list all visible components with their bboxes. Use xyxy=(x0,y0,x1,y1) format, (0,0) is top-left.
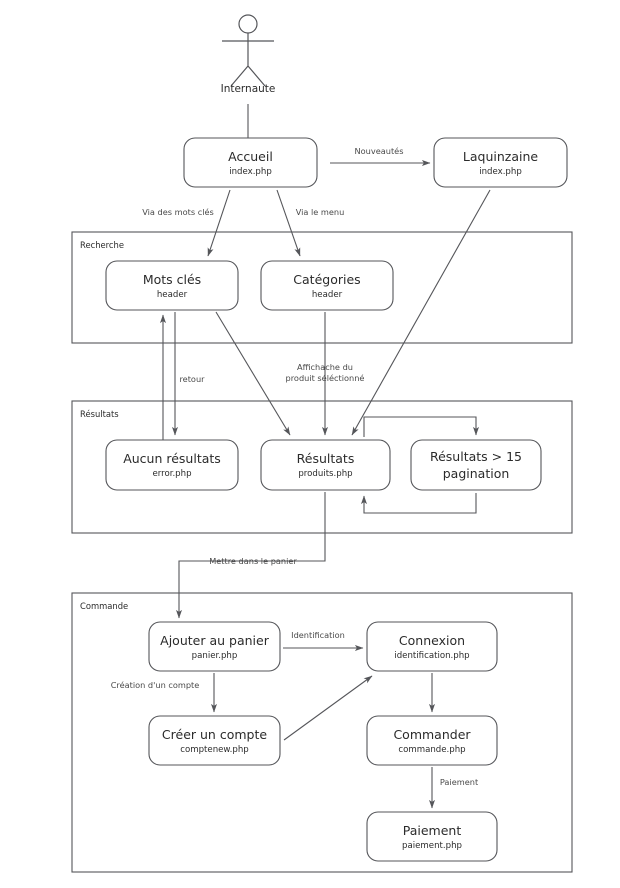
node-title-connexion: Connexion xyxy=(399,633,465,648)
node-resultats-pagination[interactable]: Résultats > 15 pagination xyxy=(410,439,542,491)
node-laquinzaine[interactable]: Laquinzaine index.php xyxy=(433,137,568,188)
group-box-recherche xyxy=(71,231,573,344)
actor-label: Internaute xyxy=(221,83,276,95)
node-subtitle-aucun-resultats: error.php xyxy=(152,469,191,479)
node-title-creer-un-compte: Créer un compte xyxy=(162,727,267,742)
node-title-laquinzaine: Laquinzaine xyxy=(463,149,538,164)
edge-label-categories-to-resultats: Affichache du xyxy=(297,362,353,372)
edge-accueil-to-categories xyxy=(276,189,301,257)
node-shape-connexion[interactable] xyxy=(366,621,498,672)
node-accueil[interactable]: Accueil index.php xyxy=(183,137,318,188)
nodes: Accueil index.php Laquinzaine index.phpMots… xyxy=(105,137,568,862)
node-subtitle-categories: header xyxy=(312,290,343,300)
edge-label-commander-to-paiement: Paiement xyxy=(440,777,479,787)
node-title-aucun-resultats: Aucun résultats xyxy=(123,451,221,466)
node-mots-cles[interactable]: Mots clés header xyxy=(105,260,239,311)
node-subtitle-connexion: identification.php xyxy=(394,651,469,661)
actor-head-icon xyxy=(238,14,258,34)
edge-mots-cles-to-resultats xyxy=(215,311,291,436)
node-shape-ajouter-au-panier[interactable] xyxy=(148,621,281,672)
edge-label-accueil-to-laquinzaine: Nouveautés xyxy=(355,146,404,156)
node-title-mots-cles: Mots clés xyxy=(143,272,201,287)
node-categories[interactable]: Catégories header xyxy=(260,260,394,311)
edge-label-panier-to-connexion: Identification xyxy=(291,630,345,640)
group-label-resultats: Résultats xyxy=(80,409,119,419)
edge-compte-to-connexion xyxy=(283,675,373,741)
edge-pagination-to-resultats xyxy=(360,493,477,514)
node-title-ajouter-au-panier: Ajouter au panier xyxy=(160,633,270,648)
edge-label-panier-to-compte: Création d'un compte xyxy=(111,680,200,690)
edge-resultats-to-panier xyxy=(175,492,326,619)
edge-label-categories-to-resultats: produit séléctionné xyxy=(286,373,365,383)
group-label-recherche: Recherche xyxy=(80,240,124,250)
node-subtitle-paiement: paiement.php xyxy=(402,841,462,851)
group-box-resultats xyxy=(71,400,573,534)
node-shape-categories[interactable] xyxy=(260,260,394,311)
node-title-accueil: Accueil xyxy=(228,149,273,164)
node-paiement[interactable]: Paiement paiement.php xyxy=(366,811,498,862)
node-commander[interactable]: Commander commande.php xyxy=(366,715,498,766)
node-subtitle-mots-cles: header xyxy=(157,290,188,300)
node-aucun-resultats[interactable]: Aucun résultats error.php xyxy=(105,439,239,491)
node-subtitle-resultats-box: produits.php xyxy=(298,469,352,479)
node-resultats-box[interactable]: Résultats produits.php xyxy=(260,439,391,491)
node-title-paiement: Paiement xyxy=(403,823,462,838)
node-title-commander: Commander xyxy=(393,727,471,742)
node-title-resultats-box: Résultats xyxy=(297,451,355,466)
edge-resultats-to-pagination xyxy=(363,416,480,437)
node-title-resultats-pagination: Résultats > 15 xyxy=(430,449,522,464)
node-creer-un-compte[interactable]: Créer un compte comptenew.php xyxy=(148,715,281,766)
edge-label-aucun-to-mots-cles: retour xyxy=(180,374,206,384)
node-shape-commander[interactable] xyxy=(366,715,498,766)
edge-label-accueil-to-mots-cles: Via des mots clés xyxy=(142,207,214,217)
node-shape-mots-cles[interactable] xyxy=(105,260,239,311)
node-ajouter-au-panier[interactable]: Ajouter au panier panier.php xyxy=(148,621,281,672)
node-connexion[interactable]: Connexion identification.php xyxy=(366,621,498,672)
node-shape-paiement[interactable] xyxy=(366,811,498,862)
group-label-commande: Commande xyxy=(80,601,128,611)
node-shape-resultats-pagination[interactable] xyxy=(410,439,542,491)
node-shape-aucun-resultats[interactable] xyxy=(105,439,239,491)
edge-laquinzaine-to-resultats xyxy=(351,189,491,436)
node-subtitle-ajouter-au-panier: panier.php xyxy=(192,651,238,661)
edge-accueil-to-mots-cles xyxy=(207,189,231,257)
edge-label-resultats-to-panier: Mettre dans le panier xyxy=(209,556,297,566)
node-shape-creer-un-compte[interactable] xyxy=(148,715,281,766)
actor-internaute: Internaute xyxy=(221,14,276,95)
node-subtitle-laquinzaine: index.php xyxy=(479,167,522,177)
node-subtitle-accueil: index.php xyxy=(229,167,272,177)
actor-body-icon xyxy=(222,33,274,87)
edge-label-accueil-to-categories: Via le menu xyxy=(296,207,345,217)
node-shape-accueil[interactable] xyxy=(183,137,318,188)
node-subtitle-commander: commande.php xyxy=(398,745,465,755)
node-shape-resultats-box[interactable] xyxy=(260,439,391,491)
node-shape-laquinzaine[interactable] xyxy=(433,137,568,188)
node-title-categories: Catégories xyxy=(293,272,360,287)
node-subtitle-resultats-pagination: pagination xyxy=(443,466,510,481)
node-subtitle-creer-un-compte: comptenew.php xyxy=(180,745,249,755)
group-box-commande xyxy=(71,592,573,873)
